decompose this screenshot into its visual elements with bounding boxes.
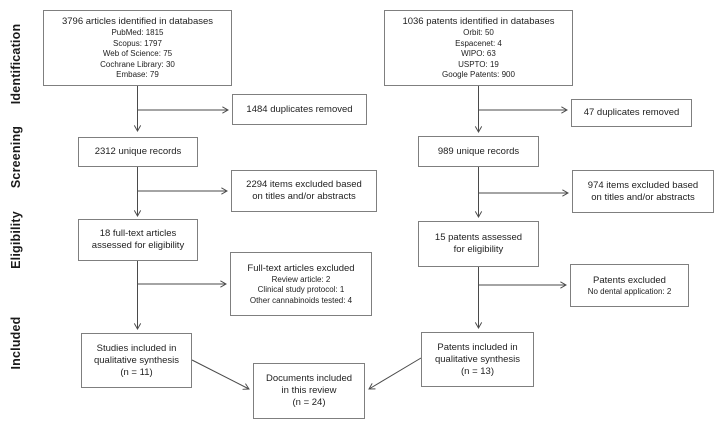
patents-source-espacenet: Espacenet: 4 bbox=[455, 38, 502, 48]
articles-source-embase: Embase: 79 bbox=[116, 70, 159, 80]
studies-included-box: Studies included in qualitative synthesi… bbox=[81, 333, 192, 388]
patents-unique-records-box: 989 unique records bbox=[418, 136, 539, 167]
patents-included-box: Patents included in qualitative synthesi… bbox=[421, 332, 534, 387]
patents-duplicates-removed-text: 47 duplicates removed bbox=[583, 107, 680, 118]
articles-unique-records-text: 2312 unique records bbox=[94, 146, 182, 157]
articles-source-pubmed: PubMed: 1815 bbox=[111, 28, 164, 38]
articles-duplicates-removed-text: 1484 duplicates removed bbox=[246, 103, 353, 115]
articles-unique-records-box: 2312 unique records bbox=[78, 137, 198, 167]
patents-duplicates-removed-box: 47 duplicates removed bbox=[571, 99, 692, 127]
patents-assessed-text: 15 patents assessed for eligibility bbox=[434, 232, 523, 255]
articles-excluded-fulltext-box: Full-text articles excluded Review artic… bbox=[230, 252, 372, 316]
patents-source-wipo: WIPO: 63 bbox=[461, 49, 496, 59]
patents-included-text: Patents included in qualitative synthesi… bbox=[434, 341, 521, 377]
studies-included-text: Studies included in qualitative synthesi… bbox=[93, 342, 180, 378]
documents-included-text: Documents included in this review (n = 2… bbox=[265, 373, 353, 408]
articles-excluded-screening-text: 2294 items excluded based on titles and/… bbox=[246, 179, 362, 202]
patents-unique-records-text: 989 unique records bbox=[437, 145, 520, 157]
stage-label-included: Included bbox=[9, 316, 23, 370]
articles-excluded-reason-review: Review article: 2 bbox=[271, 274, 331, 284]
articles-duplicates-removed-box: 1484 duplicates removed bbox=[232, 94, 367, 125]
articles-excluded-reason-cannabinoids: Other cannabinoids tested: 4 bbox=[249, 295, 353, 305]
articles-source-wos: Web of Science: 75 bbox=[102, 49, 173, 59]
arrow-patents-to-final bbox=[368, 357, 422, 390]
patents-source-orbit: Orbit: 50 bbox=[463, 28, 494, 38]
articles-excluded-screening-box: 2294 items excluded based on titles and/… bbox=[231, 170, 377, 212]
patents-excluded-screening-box: 974 items excluded based on titles and/o… bbox=[572, 170, 714, 213]
patents-excluded-reason-dental: No dental application: 2 bbox=[587, 286, 672, 296]
articles-assessed-box: 18 full-text articles assessed for eligi… bbox=[78, 219, 198, 261]
articles-identified-box: 3796 articles identified in databases Pu… bbox=[43, 10, 232, 86]
patents-identified-box: 1036 patents identified in databases Orb… bbox=[384, 10, 573, 86]
articles-assessed-text: 18 full-text articles assessed for eligi… bbox=[91, 228, 185, 251]
articles-excluded-reason-protocol: Clinical study protocol: 1 bbox=[257, 285, 345, 295]
articles-identified-title: 3796 articles identified in databases bbox=[61, 16, 214, 28]
articles-source-scopus: Scopus: 1797 bbox=[113, 38, 162, 48]
documents-included-box: Documents included in this review (n = 2… bbox=[253, 363, 365, 419]
patents-identified-title: 1036 patents identified in databases bbox=[402, 16, 555, 28]
stage-label-eligibility: Eligibility bbox=[9, 211, 23, 269]
patents-excluded-box: Patents excluded No dental application: … bbox=[570, 264, 689, 307]
patents-source-uspto: USPTO: 19 bbox=[458, 59, 499, 69]
patents-excluded-title: Patents excluded bbox=[593, 274, 666, 286]
arrow-studies-to-final bbox=[191, 359, 250, 390]
patents-assessed-box: 15 patents assessed for eligibility bbox=[418, 221, 539, 267]
articles-excluded-fulltext-title: Full-text articles excluded bbox=[247, 262, 355, 274]
patents-excluded-screening-text: 974 items excluded based on titles and/o… bbox=[587, 179, 699, 203]
patents-source-google: Google Patents: 900 bbox=[442, 70, 515, 80]
articles-source-cochrane: Cochrane Library: 30 bbox=[100, 59, 175, 69]
